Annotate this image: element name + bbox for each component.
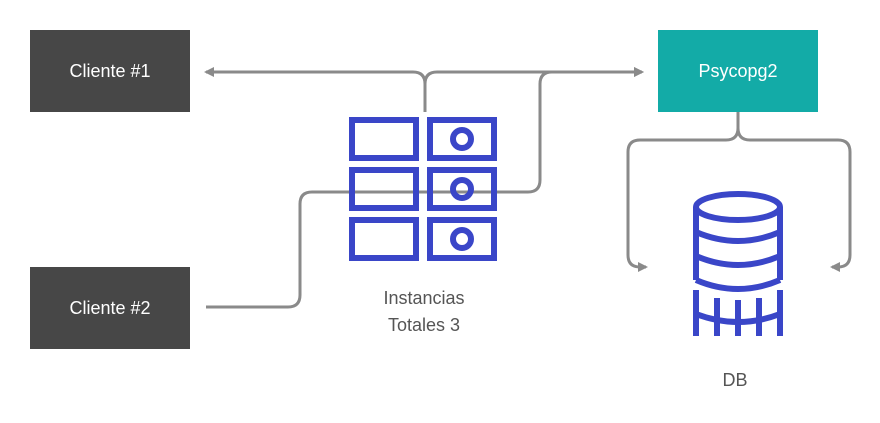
server-rack-icon (349, 117, 497, 261)
database-icon (693, 191, 783, 336)
connector-psycopg-to-db-left (626, 112, 740, 272)
connector-instances-to-client1 (204, 67, 427, 112)
instances-caption: Instancias Totales 3 (340, 285, 508, 339)
psycopg-node: Psycopg2 (658, 30, 818, 112)
connector-client2-to-psycopg (206, 67, 644, 309)
instances-caption-line2: Totales 3 (387, 315, 461, 335)
instances-caption-line1: Instancias (383, 288, 465, 308)
db-caption: DB (722, 370, 748, 390)
client-1-node: Cliente #1 (30, 30, 190, 112)
connector-psycopg-to-db-right (736, 127, 852, 272)
connector-instances-to-psycopg (423, 67, 644, 85)
client-2-node: Cliente #2 (30, 267, 190, 349)
